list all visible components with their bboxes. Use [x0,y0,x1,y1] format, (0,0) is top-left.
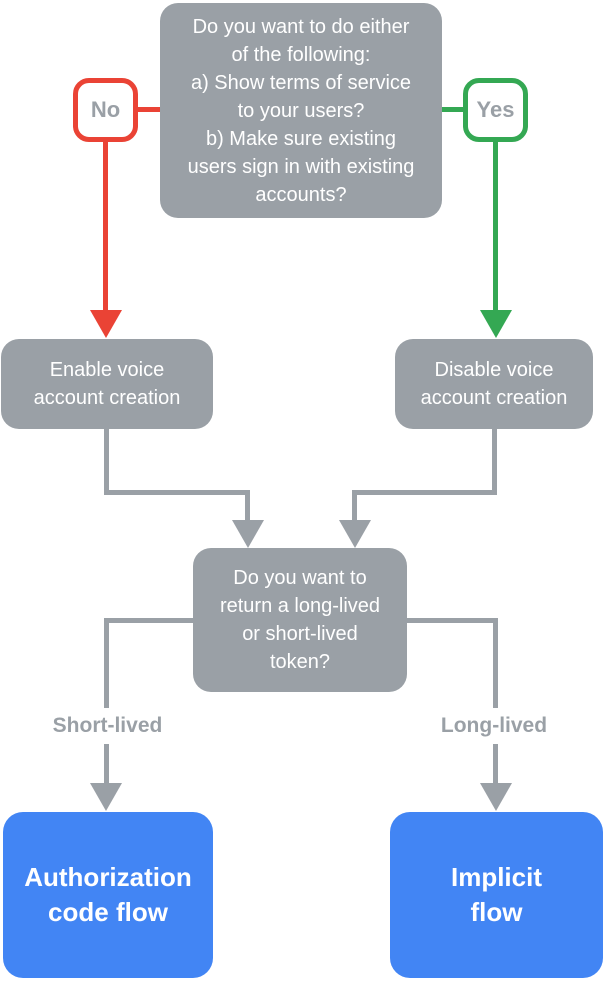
result-box-implicit-flow: Implicit flow [390,812,603,978]
connector-no-horizontal [138,107,160,112]
gray-arrow-down-icon [480,783,512,811]
connector-short-vertical [104,618,109,783]
decision-box-terms-question: Do you want to do either of the followin… [160,3,442,218]
connector-disable-elbow [352,490,497,495]
green-arrow-down-icon [480,310,512,338]
connector-yes-vertical [493,141,498,310]
gray-arrow-down-icon [339,520,371,548]
yes-badge: Yes [463,78,528,142]
connector-enable-drop [245,490,250,522]
short-lived-label: Short-lived [23,708,192,744]
connector-enable-down [104,429,109,495]
gray-arrow-down-icon [90,783,122,811]
result-box-auth-code-flow: Authorization code flow [3,812,213,978]
decision-box-token-question: Do you want to return a long-lived or sh… [193,548,407,692]
red-arrow-down-icon [90,310,122,338]
connector-long-horizontal [407,618,498,623]
connector-enable-elbow [104,490,250,495]
connector-disable-drop [352,490,357,522]
no-badge: No [73,78,138,142]
gray-arrow-down-icon [232,520,264,548]
connector-disable-down [492,429,497,495]
connector-yes-horizontal [442,107,463,112]
process-box-disable-voice: Disable voice account creation [395,339,593,429]
process-box-enable-voice: Enable voice account creation [1,339,213,429]
long-lived-label: Long-lived [410,708,578,744]
connector-no-vertical [103,141,108,310]
connector-long-vertical [493,618,498,783]
connector-short-horizontal [104,618,193,623]
